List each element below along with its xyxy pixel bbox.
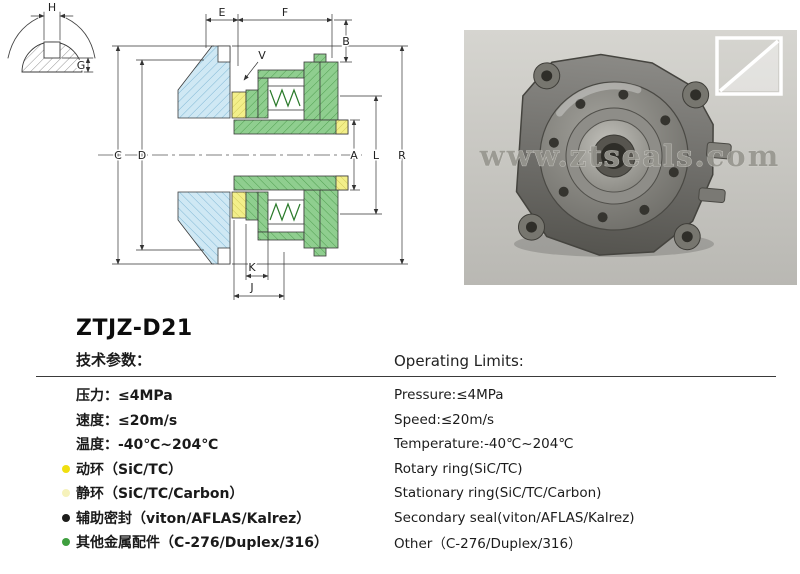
detail-view: H G	[7, 0, 96, 74]
spec-en-other-metal: Other（C-276/Duplex/316）	[394, 536, 582, 553]
spec-cn-stationary-ring: 静环（SiC/TC/Carbon）	[76, 486, 244, 503]
spec-table: 技术参数： Operating Limits: 压力：≤4MPa Pressur…	[36, 346, 776, 555]
dim-label-c: C	[114, 149, 122, 162]
dim-label-e: E	[219, 6, 226, 19]
spec-en-rotary-ring: Rotary ring(SiC/TC)	[394, 460, 523, 477]
seal-bolt-holes	[548, 89, 679, 223]
spec-en-speed: Speed:≤20m/s	[394, 411, 495, 428]
spec-row-secondary-seal: 辅助密封（viton/AFLAS/Kalrez） Secondary seal(…	[36, 506, 776, 531]
product-photo: www.ztseals.com	[464, 30, 797, 285]
spec-header-cn: 技术参数：	[76, 351, 152, 369]
bullet-dot	[62, 489, 70, 498]
spec-cn-speed: 速度：≤20m/s	[76, 412, 178, 429]
watermark-text: www.ztseals.com	[479, 139, 781, 173]
spec-cn-rotary-ring: 动环（SiC/TC）	[76, 461, 183, 478]
seal-tab	[698, 187, 726, 204]
spec-cn-pressure: 压力：≤4MPa	[76, 388, 173, 405]
dim-label-l: L	[373, 149, 380, 162]
photo-svg: www.ztseals.com	[464, 30, 797, 285]
dim-label-h: H	[48, 1, 56, 14]
dim-label-a: A	[350, 149, 358, 162]
drawing-svg: H G	[7, 0, 408, 300]
spec-row-stationary-ring: 静环（SiC/TC/Carbon） Stationary ring(SiC/TC…	[36, 481, 776, 506]
bullet-dot	[62, 464, 70, 473]
spec-cn-other-metal: 其他金属配件（C-276/Duplex/316）	[76, 535, 329, 552]
spec-row-other-metal: 其他金属配件（C-276/Duplex/316） Other（C-276/Dup…	[36, 530, 776, 555]
spec-row-rotary-ring: 动环（SiC/TC） Rotary ring(SiC/TC)	[36, 457, 776, 482]
spec-en-secondary-seal: Secondary seal(viton/AFLAS/Kalrez)	[394, 509, 635, 526]
corner-logo	[715, 36, 783, 96]
bullet-dot	[62, 513, 70, 522]
dimension-labels: E F B V C D A L R K J	[113, 5, 408, 296]
dim-label-r: R	[398, 149, 406, 162]
seal-cross-section-diagram: H G	[0, 0, 462, 322]
dim-label-v: V	[258, 49, 266, 62]
seal-highlight	[556, 82, 642, 117]
spec-en-stationary-ring: Stationary ring(SiC/TC/Carbon)	[394, 485, 602, 502]
seal-bore-inner	[601, 143, 627, 169]
dimension-lines	[112, 14, 408, 300]
detail-notch	[43, 41, 61, 59]
spec-header-en: Operating Limits:	[394, 352, 524, 370]
seal-parts-upper	[177, 45, 349, 135]
spec-cn-temperature: 温度：-40℃~204℃	[76, 437, 219, 454]
spec-cn-secondary-seal: 辅助密封（viton/AFLAS/Kalrez）	[76, 510, 311, 527]
seal-parts-lower	[177, 175, 349, 265]
seal-product-illustration	[515, 53, 732, 256]
page-title: ZTJZ-D21	[76, 316, 193, 341]
seal-tab	[706, 141, 732, 160]
spec-row-pressure: 压力：≤4MPa Pressure:≤4MPa	[36, 383, 776, 408]
spec-en-temperature: Temperature:-40℃~204℃	[394, 436, 574, 453]
spec-row-temperature: 温度：-40℃~204℃ Temperature:-40℃~204℃	[36, 432, 776, 457]
dim-label-b: B	[342, 35, 350, 48]
header-divider	[36, 376, 776, 377]
seal-lugs	[517, 62, 710, 251]
dim-label-f: F	[282, 6, 288, 19]
spec-table-header: 技术参数： Operating Limits:	[36, 346, 776, 370]
spec-en-pressure: Pressure:≤4MPa	[394, 387, 504, 404]
dim-label-j: J	[249, 281, 253, 294]
dim-label-k: K	[248, 261, 256, 274]
dim-label-d: D	[138, 149, 146, 162]
spec-row-speed: 速度：≤20m/s Speed:≤20m/s	[36, 408, 776, 433]
dim-label-g: G	[77, 59, 86, 72]
bullet-dot	[62, 538, 70, 547]
